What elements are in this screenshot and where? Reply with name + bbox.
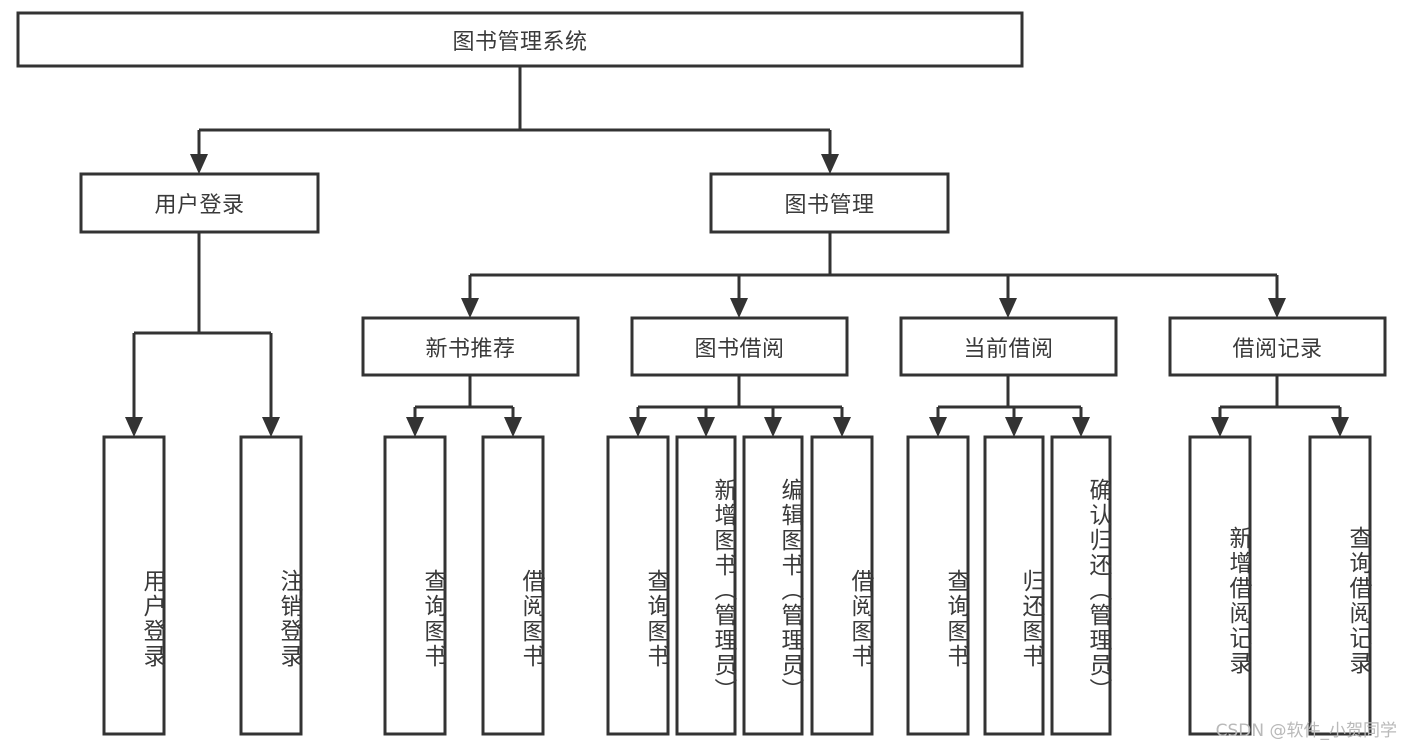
- arrow-head-icon: [504, 417, 522, 437]
- node-box-book-borrow[interactable]: [630, 316, 849, 377]
- node-box-root[interactable]: [16, 11, 1024, 68]
- node-box-borrow-record[interactable]: [1168, 316, 1387, 377]
- connector-book-borrow-to-leaves: [629, 375, 851, 437]
- arrow-head-icon: [1211, 417, 1229, 437]
- arrow-head-icon: [1005, 417, 1023, 437]
- arrow-head-icon: [629, 417, 647, 437]
- arrow-head-icon: [461, 298, 479, 318]
- connector-book-manage-to-level3: [461, 232, 1286, 318]
- arrow-head-icon: [833, 417, 851, 437]
- arrow-head-icon: [1268, 298, 1286, 318]
- connector-user-login-to-leaves: [125, 232, 280, 437]
- connector-borrow-record-to-leaves: [1211, 375, 1349, 437]
- node-box-leaf-confirm-return[interactable]: [1050, 435, 1112, 736]
- node-box-leaf-query-record[interactable]: [1308, 435, 1372, 736]
- arrow-head-icon: [929, 417, 947, 437]
- node-box-new-book-rec[interactable]: [361, 316, 580, 377]
- arrow-head-icon: [190, 154, 208, 174]
- arrow-head-icon: [406, 417, 424, 437]
- node-box-leaf-query-book-2[interactable]: [606, 435, 670, 736]
- connector-new-book-rec-to-leaves: [406, 375, 522, 437]
- node-box-leaf-add-book[interactable]: [675, 435, 737, 736]
- node-box-leaf-borrow-book-2[interactable]: [810, 435, 874, 736]
- node-box-leaf-user-login[interactable]: [102, 435, 166, 736]
- arrow-head-icon: [1331, 417, 1349, 437]
- watermark-text: CSDN @软件_小贺同学: [1215, 721, 1397, 741]
- arrow-head-icon: [697, 417, 715, 437]
- arrow-head-icon: [999, 298, 1017, 318]
- node-box-leaf-query-book-1[interactable]: [383, 435, 447, 736]
- connector-current-borrow-to-leaves: [929, 375, 1090, 437]
- node-box-leaf-return-book[interactable]: [983, 435, 1045, 736]
- arrow-head-icon: [764, 417, 782, 437]
- arrow-head-icon: [1072, 417, 1090, 437]
- node-box-leaf-edit-book[interactable]: [742, 435, 804, 736]
- arrow-head-icon: [730, 298, 748, 318]
- arrow-head-icon: [821, 154, 839, 174]
- node-box-book-manage[interactable]: [709, 172, 950, 234]
- node-box-user-login[interactable]: [79, 172, 320, 234]
- connector-root-to-level2: [190, 66, 839, 174]
- arrow-head-icon: [262, 417, 280, 437]
- node-box-leaf-logout[interactable]: [239, 435, 303, 736]
- node-box-current-borrow[interactable]: [899, 316, 1118, 377]
- arrow-head-icon: [125, 417, 143, 437]
- node-box-leaf-borrow-book-1[interactable]: [481, 435, 545, 736]
- node-box-leaf-add-record[interactable]: [1188, 435, 1252, 736]
- node-box-leaf-query-book-3[interactable]: [906, 435, 970, 736]
